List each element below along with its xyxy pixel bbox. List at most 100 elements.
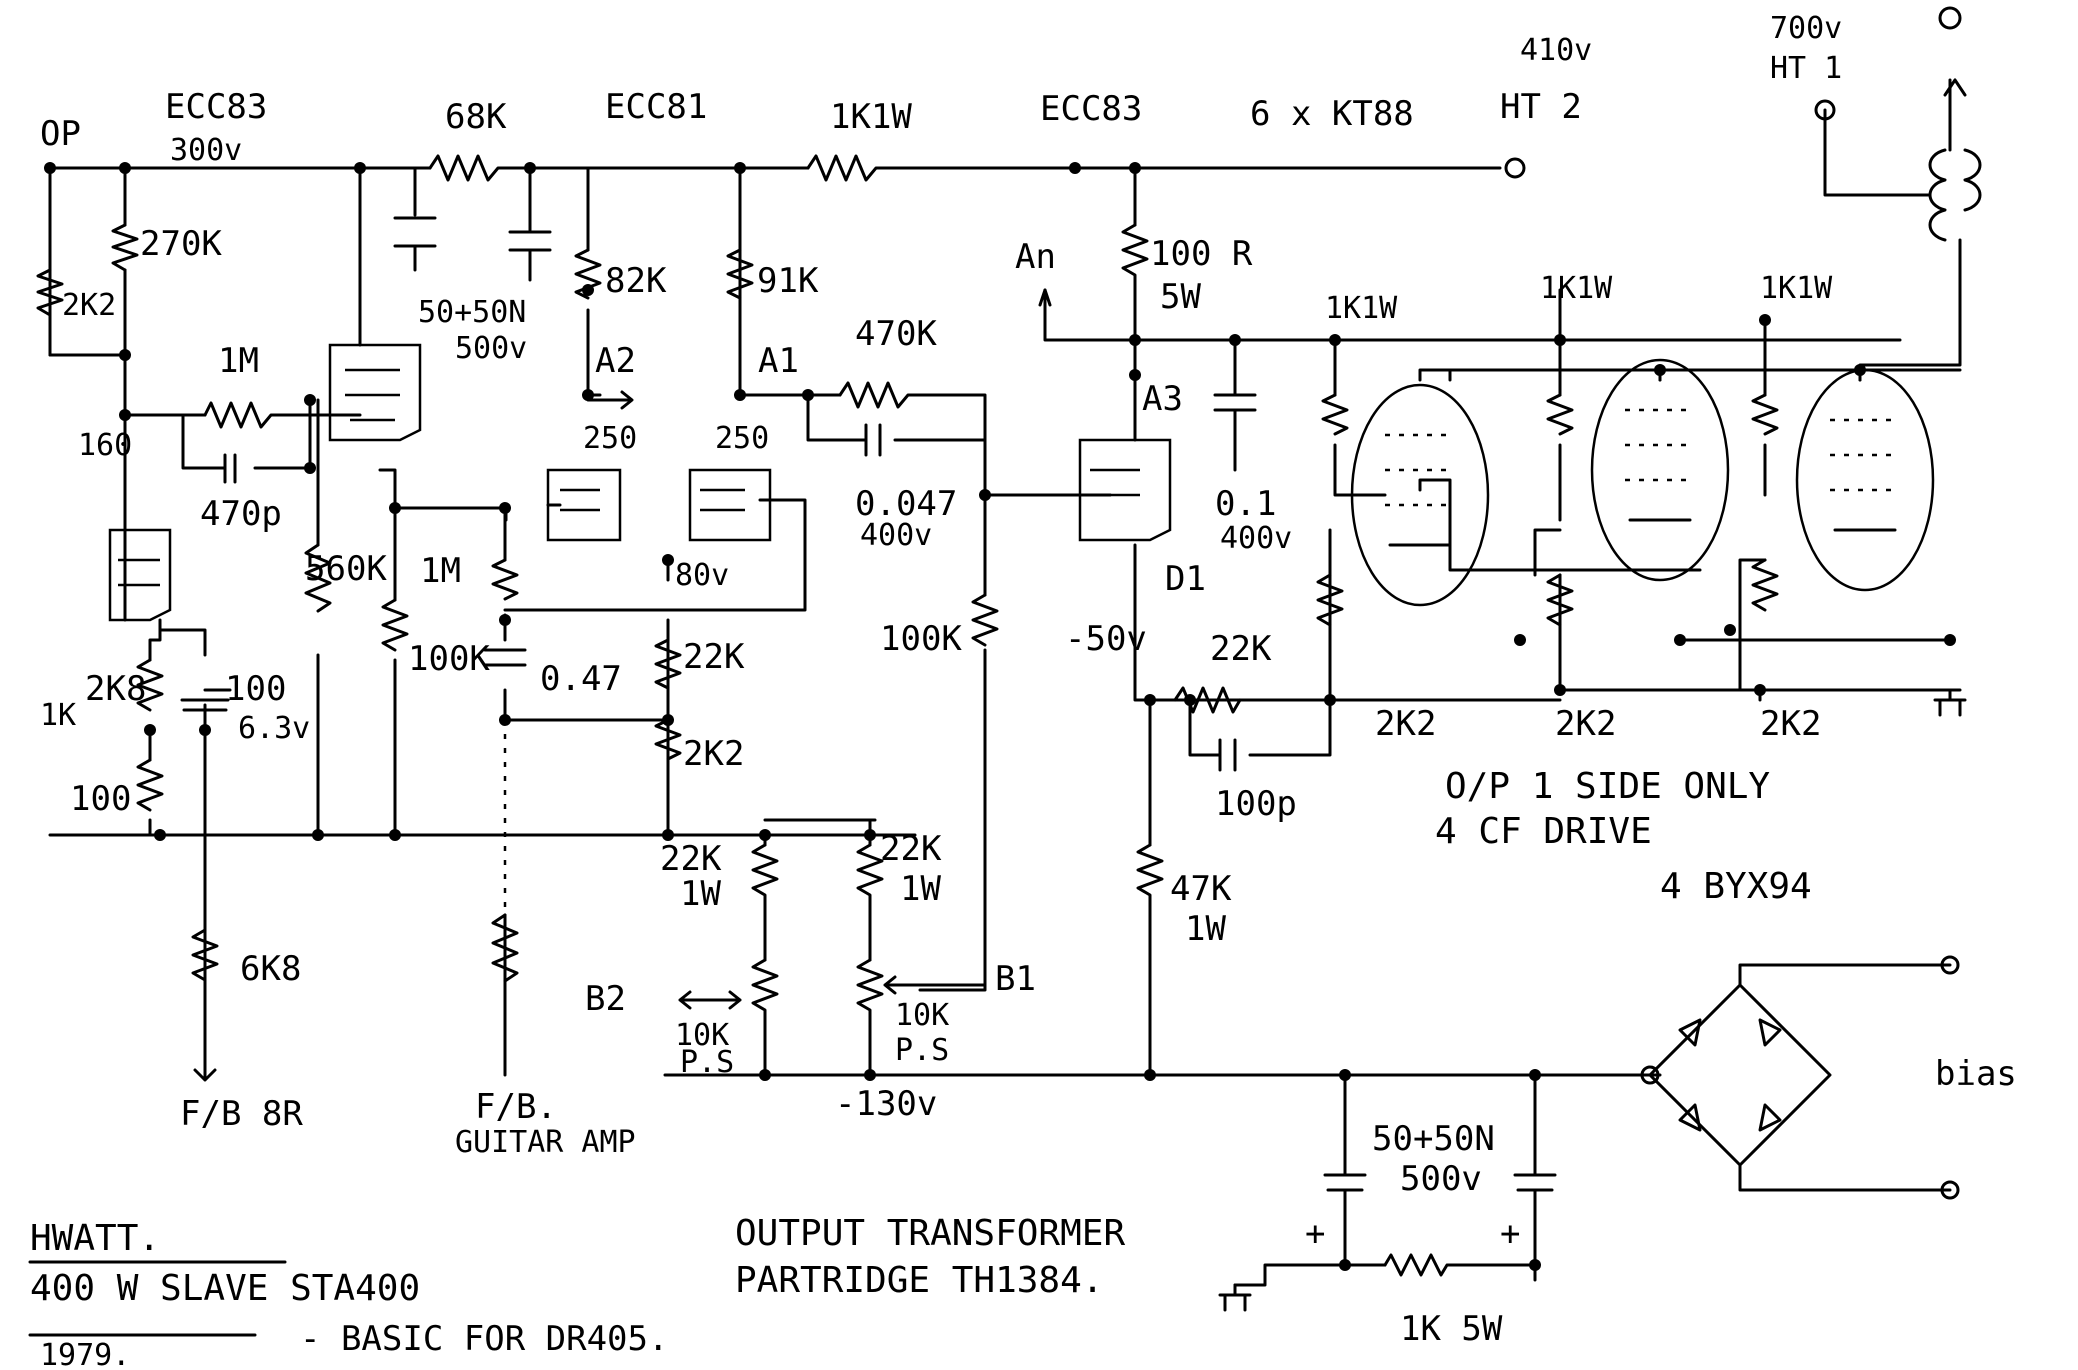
output-transformer: [1504, 6, 1982, 242]
label-1m-a: 1M: [218, 341, 259, 381]
tube-driver: [1078, 438, 1172, 542]
cap-50-50-b1: [1323, 1173, 1367, 1232]
resistor-22k1w-b: [856, 843, 884, 912]
label-470k: 470K: [855, 314, 937, 354]
label-22k1w-a: 22K: [660, 839, 722, 879]
label-91k: 91K: [757, 261, 819, 301]
resistor-1m-feedback: [203, 401, 282, 429]
label-a2: A2: [595, 341, 636, 381]
label-700v: 700v: [1770, 11, 1842, 46]
notes: HWATT. 400 W SLAVE STA400 1979. - BASIC …: [28, 1213, 1125, 1370]
label-47k: 47K: [1170, 869, 1232, 909]
label-2k2-e: 2K2: [1760, 704, 1821, 744]
label-100p: 100p: [1215, 784, 1297, 824]
resistor-47k: [1136, 843, 1164, 912]
label-50-50-b: 50+50N: [1372, 1119, 1495, 1159]
resistor-2k2-tail: [654, 718, 682, 761]
label-ecc83-a: ECC83: [165, 87, 267, 127]
label-22k-a: 22K: [683, 637, 745, 677]
resistor-560k: [304, 543, 332, 613]
label-fb-guitar-1: F/B.: [475, 1087, 557, 1127]
tube-ecc81-b: [688, 468, 772, 542]
component-labels: OP ECC83 300v 68K ECC81 1K1W ECC83 6 x K…: [40, 11, 2017, 1349]
resistor-1k1w-top: [806, 154, 887, 182]
label-minus130v: -130v: [835, 1084, 937, 1124]
resistor-1k1w-g1: [1321, 393, 1349, 436]
label-1k1w-top: 1K1W: [830, 97, 912, 137]
label-1w-c: 1W: [1185, 909, 1226, 949]
label-op-note-2: 4 CF DRIVE: [1435, 811, 1652, 852]
label-5w: 5W: [1160, 277, 1201, 317]
label-270k: 270K: [140, 224, 222, 264]
cap-50-50-a2: [508, 166, 552, 282]
cap-0047: [864, 423, 882, 457]
label-1k1w-c: 1K1W: [1540, 271, 1613, 306]
label-2k2-b: 2K2: [683, 734, 744, 774]
label-100k-b: 100K: [880, 619, 962, 659]
label-82k: 82K: [605, 261, 667, 301]
resistor-100k-left: [381, 598, 409, 652]
resistor-82k: [574, 248, 602, 300]
cap-100uf: [180, 688, 232, 712]
tube-ecc83-lower: [108, 528, 172, 622]
junctions: [44, 162, 1956, 1271]
label-63v: 6.3v: [238, 711, 310, 746]
tubes: [108, 343, 1935, 622]
resistor-22k-tail: [654, 638, 682, 690]
resistor-10k-b: [856, 958, 884, 1027]
cap-047: [483, 648, 527, 667]
resistor-100: [136, 758, 164, 812]
resistors: [36, 154, 1779, 1277]
label-500v-b: 500v: [1400, 1159, 1482, 1199]
label-op: OP: [40, 114, 81, 154]
resistor-2k8: [136, 658, 164, 712]
label-0047: 0.047: [855, 484, 957, 524]
resistor-100k-right: [971, 593, 999, 647]
label-250-b: 250: [715, 421, 769, 456]
label-1k5w: 1K 5W: [1400, 1309, 1503, 1349]
resistor-6k8: [191, 928, 219, 1037]
label-ps-a: P.S: [680, 1045, 734, 1080]
label-1k-left: 1K: [40, 698, 76, 733]
title-slave: 400 W SLAVE STA400: [30, 1268, 420, 1309]
wiring: [48, 78, 1962, 1287]
resistor-1k1w-g3: [1751, 393, 1779, 436]
label-an: An: [1015, 237, 1056, 277]
label-a3: A3: [1142, 379, 1183, 419]
resistor-guitar: [491, 913, 519, 983]
resistor-1k5w: [1383, 1253, 1452, 1277]
label-ht2: HT 2: [1500, 87, 1582, 127]
title-year: 1979.: [40, 1338, 130, 1370]
resistor-2k2-g2: [1546, 573, 1574, 627]
label-22k1w-b: 22K: [880, 829, 942, 869]
label-100uf: 100: [225, 669, 286, 709]
resistor-22k-bias: [1173, 686, 1242, 714]
label-10k-a: 10K: [675, 1018, 729, 1053]
label-bias: bias: [1935, 1054, 2017, 1094]
label-ht1: HT 1: [1770, 51, 1842, 86]
tube-kt88-2: [1590, 358, 1730, 582]
arrows: [586, 288, 1052, 1010]
resistor-1k1w-g2: [1546, 393, 1574, 436]
label-1k1w-d: 1K1W: [1760, 271, 1833, 306]
label-1m-b: 1M: [420, 551, 461, 591]
tube-ecc81-a: [546, 468, 622, 542]
title-hiwatt: HWATT.: [30, 1218, 160, 1259]
resistor-470k: [838, 381, 942, 409]
label-fb-guitar-2: GUITAR AMP: [455, 1125, 636, 1160]
note-ot-2: PARTRIDGE TH1384.: [735, 1260, 1103, 1301]
label-fb-8r: F/B 8R: [180, 1094, 303, 1134]
note-basic: - BASIC FOR DR405.: [300, 1319, 668, 1359]
label-100: 100: [70, 779, 131, 819]
label-1k1w-b: 1K1W: [1325, 291, 1398, 326]
label-plus-b: +: [1500, 1214, 1520, 1254]
label-op-note-1: O/P 1 SIDE ONLY: [1445, 766, 1770, 807]
cap-01: [1213, 378, 1257, 432]
resistor-68k: [428, 154, 507, 182]
label-2k8: 2K8: [85, 669, 146, 709]
label-kt88: 6 x KT88: [1250, 94, 1414, 134]
label-2k2-d: 2K2: [1555, 704, 1616, 744]
resistor-1m-grid: [491, 558, 519, 601]
label-250-a: 250: [583, 421, 637, 456]
